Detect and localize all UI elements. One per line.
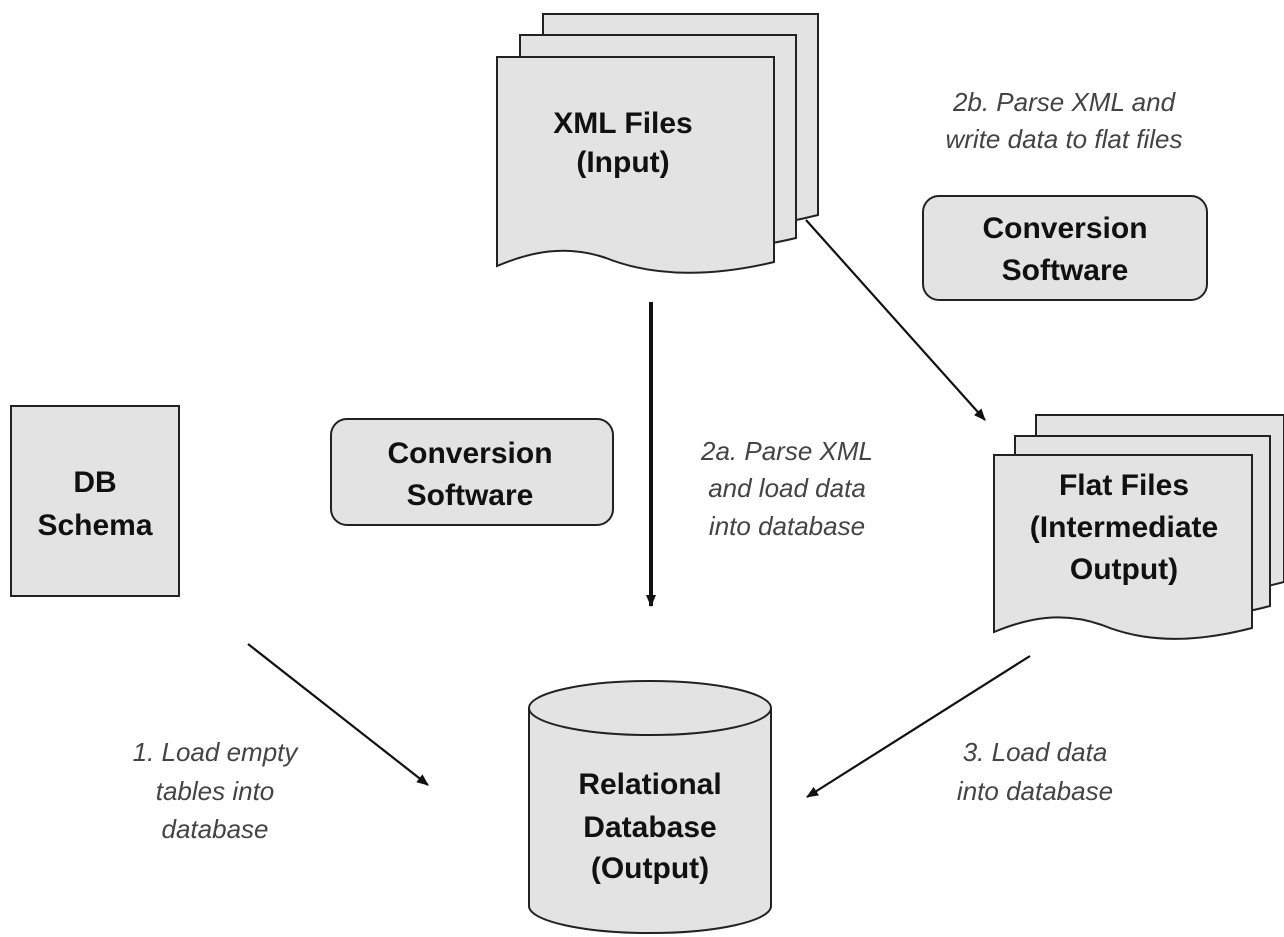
database-cylinder-top — [528, 680, 772, 736]
conversion-software-top-line1: Conversion — [982, 212, 1147, 245]
xml-files-front-sheet — [496, 56, 775, 274]
conversion-software-middle-line2: Software — [407, 479, 534, 512]
conversion-software-top-line2: Software — [1002, 254, 1129, 287]
conversion-software-middle-box — [330, 418, 614, 526]
flat-files-line3: Output) — [1070, 553, 1178, 586]
database-line3: (Output) — [591, 852, 709, 885]
note-step-2b-line2: write data to flat files — [946, 124, 1183, 154]
db-schema-box[interactable]: DB Schema — [10, 405, 180, 597]
conversion-software-middle[interactable]: Conversion Software — [330, 418, 614, 526]
db-schema-line1: DB — [73, 466, 116, 499]
db-schema-rect — [10, 405, 180, 597]
note-step-3: 3. Load data into database — [957, 737, 1113, 806]
database-line1: Relational — [578, 768, 721, 801]
note-step-1-line3: database — [162, 814, 269, 844]
database-cylinder-body — [528, 708, 772, 934]
note-step-3-line1: 3. Load data — [963, 737, 1108, 767]
arrow-flat-files-to-database — [806, 655, 1031, 798]
flat-files-line1: Flat Files — [1059, 469, 1189, 502]
db-schema-line2: Schema — [37, 509, 152, 542]
note-step-2a-line2: and load data — [708, 473, 866, 503]
note-step-2a-line1: 2a. Parse XML — [700, 436, 873, 466]
note-step-2a-line3: into database — [709, 511, 865, 541]
arrow-schema-to-database — [247, 643, 429, 786]
arrow-xml-to-flat-files — [805, 219, 986, 421]
flat-files-front-sheet — [993, 454, 1253, 640]
note-step-1-line2: tables into — [156, 776, 275, 806]
relational-database-cylinder[interactable]: Relational Database (Output) — [528, 680, 772, 934]
note-step-2a: 2a. Parse XML and load data into databas… — [700, 436, 873, 541]
flat-files-line2: (Intermediate — [1030, 511, 1218, 544]
conversion-software-top-box — [922, 195, 1208, 301]
xml-files-document-stack[interactable]: XML Files (Input) — [496, 13, 819, 274]
database-line2: Database — [583, 811, 716, 844]
note-step-1-line1: 1. Load empty — [133, 737, 300, 767]
note-step-1: 1. Load empty tables into database — [133, 737, 300, 844]
note-step-3-line2: into database — [957, 776, 1113, 806]
note-step-2b: 2b. Parse XML and write data to flat fil… — [946, 87, 1183, 154]
conversion-software-middle-line1: Conversion — [387, 437, 552, 470]
conversion-software-top[interactable]: Conversion Software — [922, 195, 1208, 301]
xml-files-title: XML Files — [553, 107, 692, 140]
xml-files-subtitle: (Input) — [576, 146, 669, 179]
flat-files-document-stack[interactable]: Flat Files (Intermediate Output) — [993, 414, 1284, 640]
note-step-2b-line1: 2b. Parse XML and — [952, 87, 1177, 117]
